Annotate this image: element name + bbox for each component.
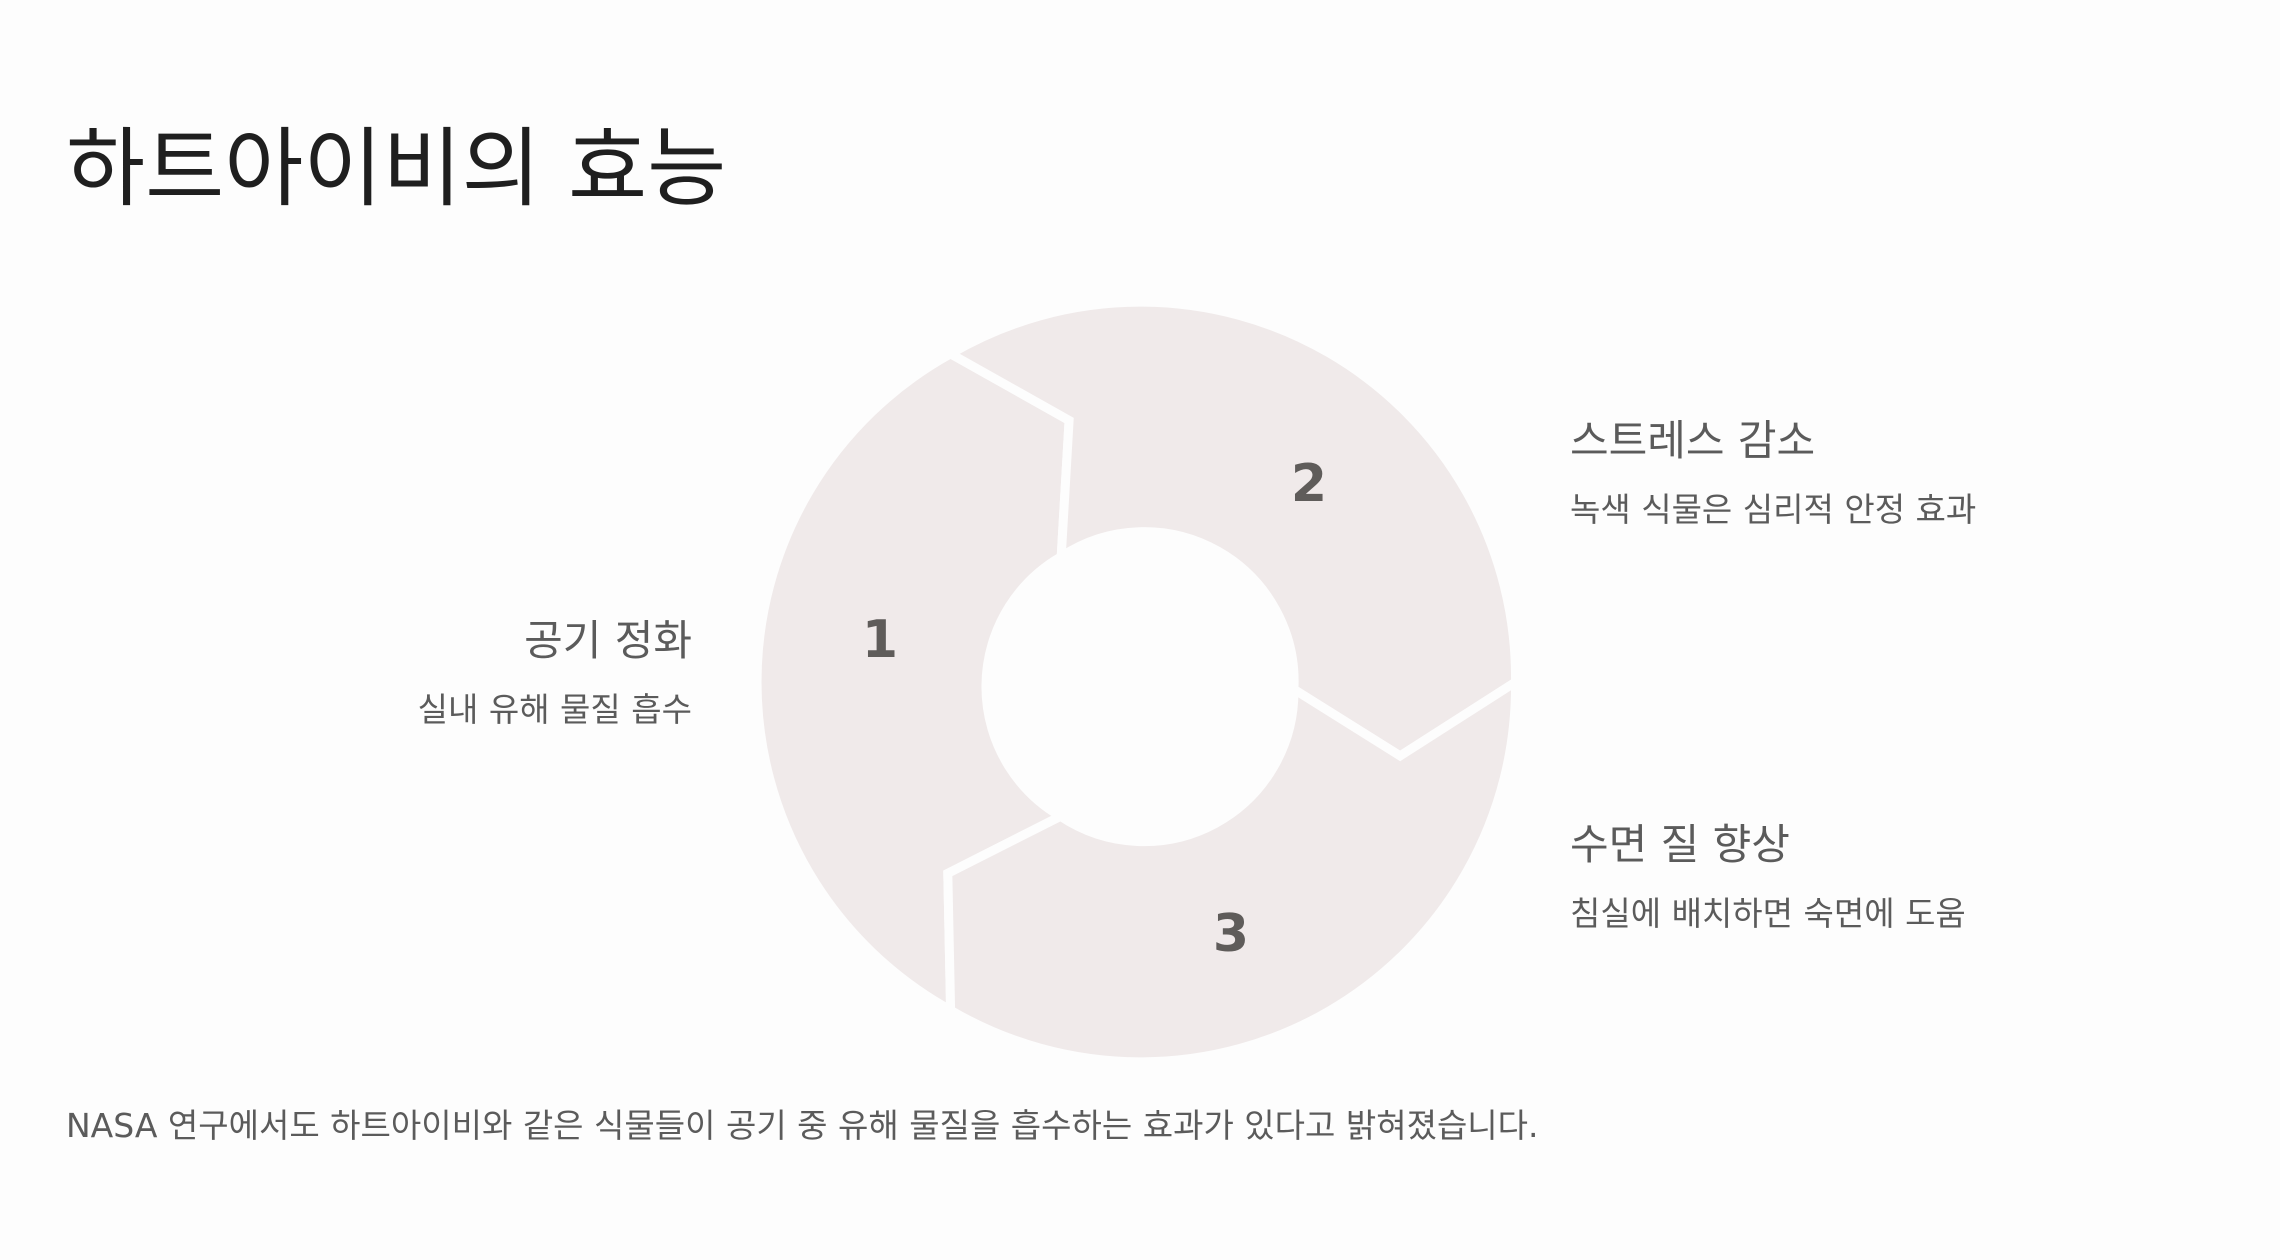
cycle-segment-1: [752, 348, 1074, 1018]
step-2-description: 녹색 식물은 심리적 안정 효과: [1570, 490, 1977, 530]
step-3-heading: 수면 질 향상: [1570, 820, 1790, 869]
step-1-description: 실내 유해 물질 흡수: [417, 690, 692, 730]
step-3-description: 침실에 배치하면 숙면에 도움: [1570, 894, 1966, 934]
step-1-heading: 공기 정화: [524, 616, 692, 665]
step-number-2: 2: [1291, 454, 1327, 514]
step-number-1: 1: [862, 610, 898, 670]
step-3-label: 수면 질 향상 침실에 배치하면 숙면에 도움: [1570, 820, 2130, 934]
step-2-heading: 스트레스 감소: [1570, 416, 1816, 465]
footer-note: NASA 연구에서도 하트아이비와 같은 식물들이 공기 중 유해 물질을 흡수…: [66, 1106, 1539, 1145]
cycle-segment-2: [941, 297, 1521, 762]
step-2-label: 스트레스 감소 녹색 식물은 심리적 안정 효과: [1570, 416, 2130, 530]
page-title: 하트아이비의 효능: [66, 119, 727, 219]
step-number-3: 3: [1213, 904, 1249, 964]
cycle-segment-3: [943, 673, 1521, 1067]
step-1-label: 공기 정화 실내 유해 물질 흡수: [132, 616, 692, 730]
